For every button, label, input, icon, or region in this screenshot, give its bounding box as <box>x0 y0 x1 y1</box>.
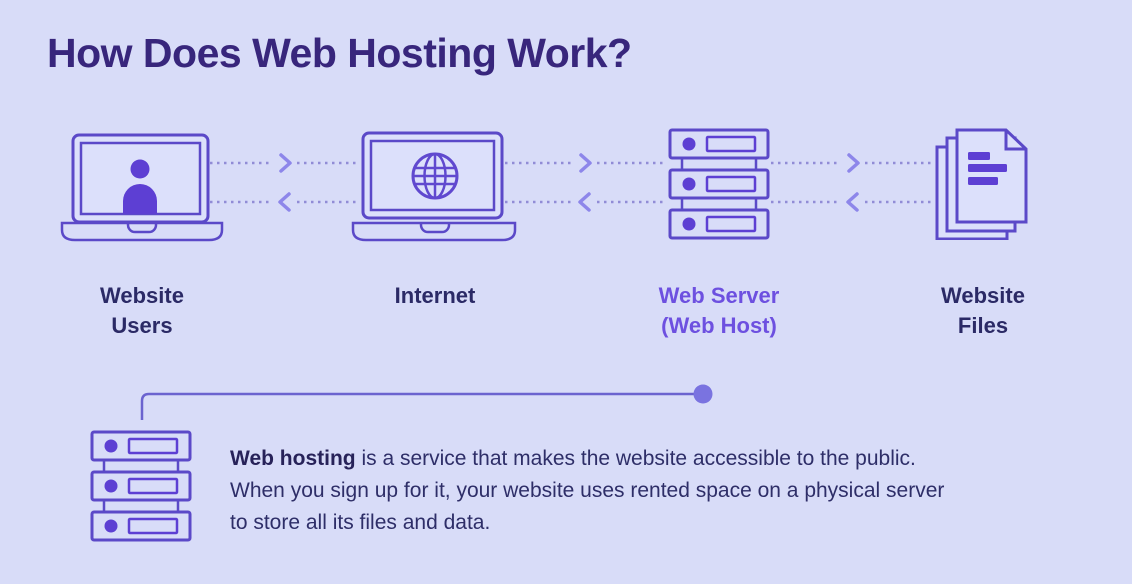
arrow-right-icon <box>847 153 860 173</box>
arrow-left-icon <box>846 192 859 212</box>
laptop-user-icon <box>60 133 224 242</box>
callout-line-2: When you sign up for it, your website us… <box>230 479 945 502</box>
server-rack-icon <box>668 128 770 240</box>
callout-line-3: to store all its files and data. <box>230 511 491 534</box>
arrow-right-icon <box>279 153 292 173</box>
callout-bold-term: Web hosting <box>230 447 356 470</box>
documents-icon <box>935 128 1028 240</box>
bidirectional-arrows-2 <box>505 153 665 212</box>
laptop-globe-icon <box>351 131 517 242</box>
callout-line-1: Web hosting is a service that makes the … <box>230 447 916 470</box>
server-rack-icon-small <box>90 430 192 542</box>
page-title: How Does Web Hosting Work? <box>47 30 632 76</box>
text-lines <box>968 152 1007 185</box>
bidirectional-arrows-3 <box>771 153 931 212</box>
connector-dot <box>693 384 713 404</box>
bidirectional-arrows-1 <box>210 153 360 212</box>
arrow-left-icon <box>578 192 591 212</box>
globe-icon <box>411 152 459 200</box>
arrow-left-icon <box>278 192 291 212</box>
connector-line <box>140 384 713 420</box>
node-label-website-files: Website Files <box>941 283 1025 338</box>
node-label-website-users: Website Users <box>100 283 184 338</box>
arrow-right-icon <box>579 153 592 173</box>
node-label-internet: Internet <box>394 283 476 308</box>
callout-text: Web hosting is a service that makes the … <box>230 443 1090 539</box>
node-label-web-server: Web Server (Web Host) <box>658 283 780 338</box>
